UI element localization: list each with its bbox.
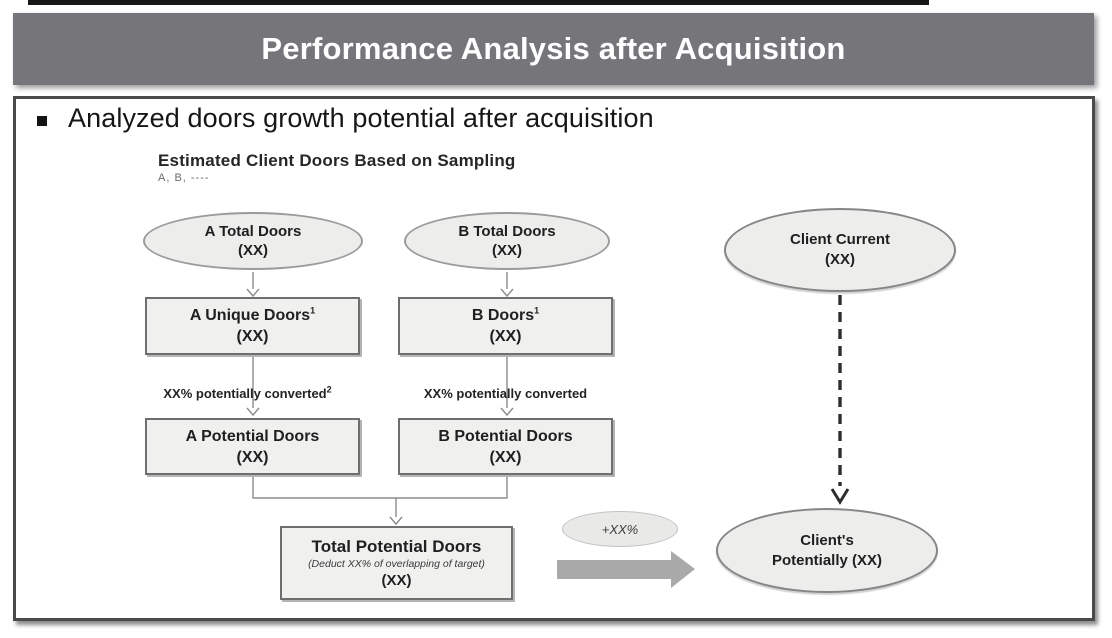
node-value: (XX) xyxy=(238,242,268,259)
label-a-conversion: XX% potentially converted2 xyxy=(163,384,332,401)
node-value: (XX) xyxy=(381,572,412,589)
node-title: A Potential Doors xyxy=(185,427,320,445)
node-b-potential-doors: B Potential Doors (XX) xyxy=(398,418,613,475)
node-value: (XX) xyxy=(492,242,522,259)
bullet-text: Analyzed doors growth potential after ac… xyxy=(68,103,654,133)
footnote-sup: 2 xyxy=(326,384,332,395)
page-title: Performance Analysis after Acquisition xyxy=(261,31,846,66)
node-title: B Doors1 xyxy=(471,305,540,324)
node-total-potential-doors: Total Potential Doors (Deduct XX% of ove… xyxy=(280,526,513,600)
node-title: A Total Doors xyxy=(204,223,302,240)
diagram-subtitle: A, B, ---- xyxy=(158,172,210,184)
node-a-total-doors: A Total Doors (XX) xyxy=(143,212,363,270)
uplift-percent-badge: +XX% xyxy=(562,511,678,547)
top-divider-bar xyxy=(28,0,929,5)
node-client-potential: Client's Potentially (XX) xyxy=(716,508,938,593)
node-value: (XX) xyxy=(489,448,522,466)
slide-header: Performance Analysis after Acquisition xyxy=(13,13,1094,85)
footnote-sup: 1 xyxy=(534,305,540,316)
node-value: (XX) xyxy=(825,251,855,268)
node-value: Potentially (XX) xyxy=(771,551,883,569)
node-a-unique-doors: A Unique Doors1 (XX) xyxy=(145,297,360,355)
node-client-current: Client Current (XX) xyxy=(724,208,956,292)
node-title: B Potential Doors xyxy=(438,427,573,445)
node-note: (Deduct XX% of overlapping of target) xyxy=(308,558,485,570)
node-a-potential-doors: A Potential Doors (XX) xyxy=(145,418,360,475)
node-title: B Total Doors xyxy=(458,223,556,240)
node-value: (XX) xyxy=(489,328,522,345)
node-b-total-doors: B Total Doors (XX) xyxy=(404,212,610,270)
node-title: Client's xyxy=(800,531,854,549)
label-b-conversion: XX% potentially converted xyxy=(423,386,588,401)
diagram-title: Estimated Client Doors Based on Sampling xyxy=(158,151,516,170)
node-value: (XX) xyxy=(236,448,269,466)
node-b-doors: B Doors1 (XX) xyxy=(398,297,613,355)
footnote-sup: 1 xyxy=(310,305,316,316)
node-value: (XX) xyxy=(236,328,269,345)
badge-text: +XX% xyxy=(601,521,639,537)
node-title: Client Current xyxy=(789,231,890,248)
bullet-square-icon xyxy=(37,116,47,126)
node-title: A Unique Doors1 xyxy=(189,305,316,324)
node-title: Total Potential Doors xyxy=(311,537,482,556)
